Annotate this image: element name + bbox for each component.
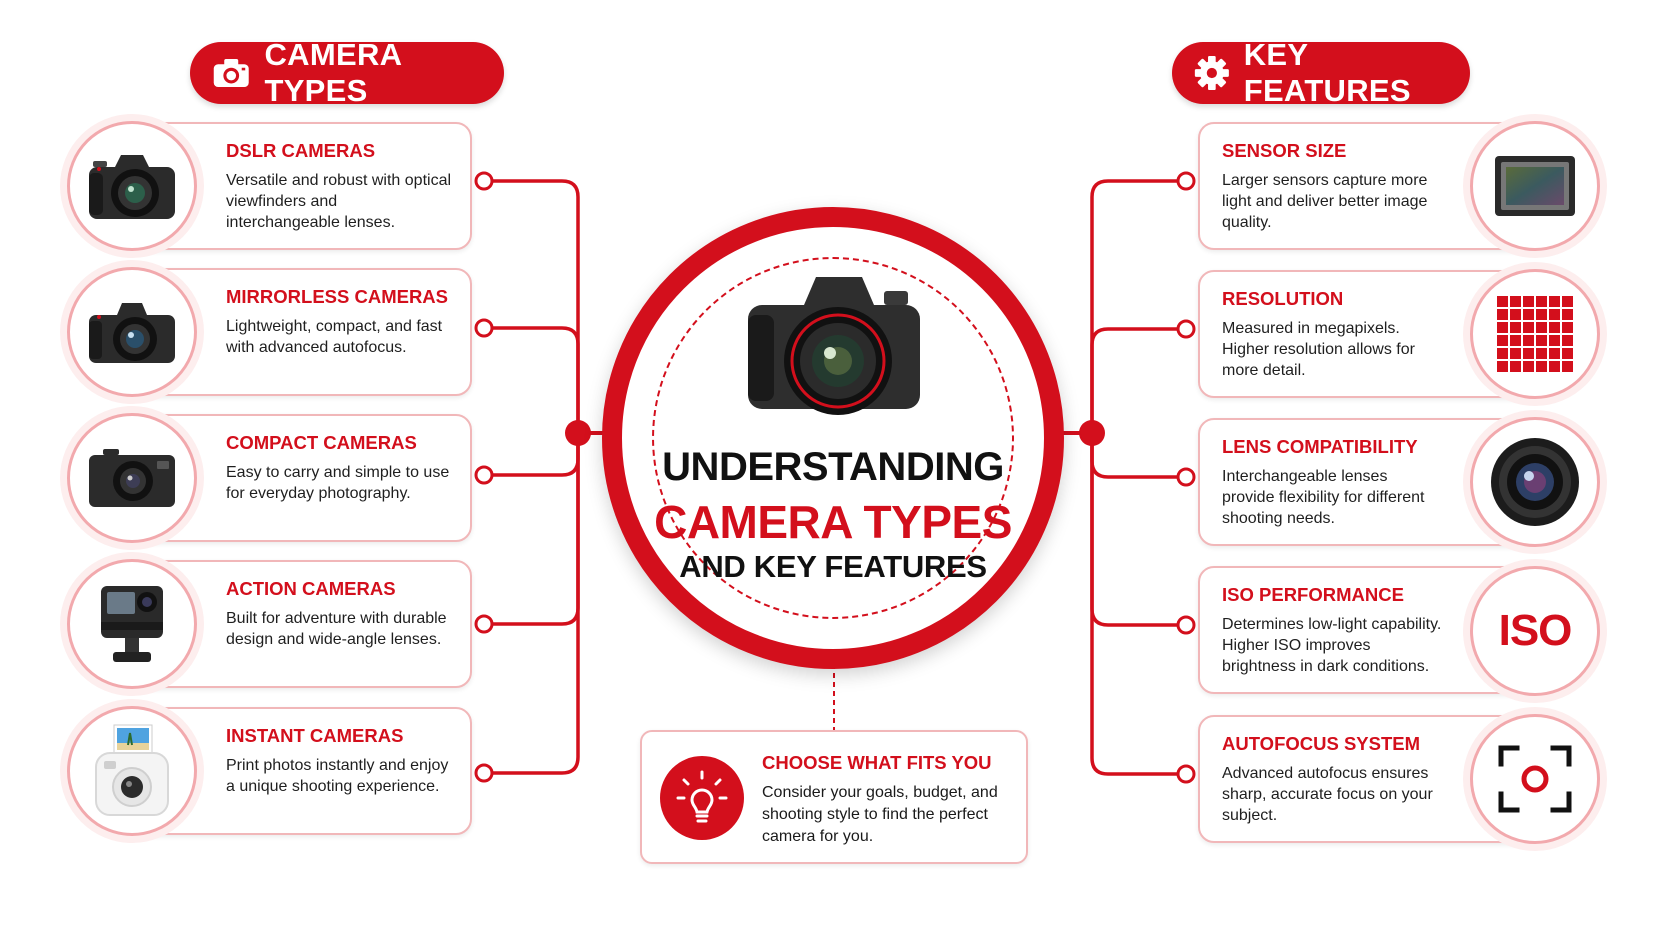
mirrorless-camera-icon <box>89 303 175 363</box>
card-description: Print photos instantly and enjoy a uniqu… <box>226 757 449 795</box>
resolution-badge <box>1470 269 1600 399</box>
lens-icon <box>1491 438 1579 526</box>
center-title-line2: CAMERA TYPES <box>654 496 1012 548</box>
compact-camera-icon <box>89 449 175 507</box>
card-mirrorless-cameras: MIRRORLESS CAMERAS Lightweight, compact,… <box>136 268 472 396</box>
card-title: DSLR CAMERAS <box>226 140 376 161</box>
pixel-grid-icon <box>1497 296 1573 372</box>
lightbulb-icon <box>676 770 728 823</box>
iso-badge: ISO <box>1470 566 1600 696</box>
lens-badge <box>1470 417 1600 547</box>
camera-types-header: CAMERA TYPES <box>190 37 504 108</box>
connector-left-0 <box>484 179 580 433</box>
card-title: ACTION CAMERAS <box>226 578 396 599</box>
gear-icon <box>1194 55 1229 91</box>
connector-hub-right <box>1079 420 1105 446</box>
card-title: LENS COMPATIBILITY <box>1222 436 1418 457</box>
card-description: Versatile and robust with optical viewfi… <box>226 172 452 231</box>
connector-left-1 <box>484 326 580 433</box>
instant-badge <box>67 706 197 836</box>
focus-frame-icon <box>1498 745 1572 813</box>
autofocus-badge <box>1470 714 1600 844</box>
card-description: Interchangeable lenses provide flexibili… <box>1222 468 1425 527</box>
sensor-badge <box>1470 121 1600 251</box>
connector-right-3 <box>1090 433 1186 627</box>
card-compact-cameras: COMPACT CAMERAS Easy to carry and simple… <box>136 414 472 542</box>
card-title: ISO PERFORMANCE <box>1222 584 1404 605</box>
card-title: SENSOR SIZE <box>1222 140 1347 161</box>
instant-camera-icon <box>95 724 169 816</box>
key-features-title: KEY FEATURES <box>1243 37 1411 108</box>
choose-what-fits-you-card: CHOOSE WHAT FITS YOU Consider your goals… <box>640 730 1028 864</box>
connector-left-2 <box>484 433 580 477</box>
compact-badge <box>67 413 197 543</box>
card-description: Larger sensors capture more light and de… <box>1222 172 1428 231</box>
connector-node-left-2 <box>474 465 494 485</box>
card-title: AUTOFOCUS SYSTEM <box>1222 733 1421 754</box>
connector-right-2 <box>1090 433 1186 479</box>
lightbulb-badge <box>660 756 744 840</box>
card-description: Lightweight, compact, and fast with adva… <box>226 318 443 356</box>
card-description: Determines low-light capability. Higher … <box>1222 616 1442 675</box>
center-title-line1: UNDERSTANDING <box>662 445 1004 489</box>
key-features-header: KEY FEATURES <box>1172 37 1470 108</box>
connector-node-left-0 <box>474 171 494 191</box>
choose-description: Consider your goals, budget, and shootin… <box>762 784 998 845</box>
connector-left-3 <box>484 433 580 626</box>
center-dashed-ring <box>652 257 1014 619</box>
connector-right-4 <box>1090 433 1186 776</box>
card-title: MIRRORLESS CAMERAS <box>226 286 449 307</box>
card-description: Advanced autofocus ensures sharp, accura… <box>1222 765 1433 824</box>
choose-title: CHOOSE WHAT FITS YOU <box>762 752 992 773</box>
connector-right-0 <box>1090 179 1186 433</box>
card-title: RESOLUTION <box>1222 288 1344 309</box>
camera-types-title: CAMERA TYPES <box>264 37 402 108</box>
connector-node-right-3 <box>1176 615 1196 635</box>
connector-node-left-4 <box>474 763 494 783</box>
dslr-camera-icon <box>89 155 175 219</box>
card-description: Measured in megapixels. Higher resolutio… <box>1222 320 1415 379</box>
dslr-badge <box>67 121 197 251</box>
connector-left-4 <box>484 433 580 775</box>
connector-right-1 <box>1090 327 1186 433</box>
center-title-line3: AND KEY FEATURES <box>679 549 987 584</box>
camera-icon <box>213 59 249 87</box>
sensor-icon <box>1495 156 1575 216</box>
action-badge <box>67 559 197 689</box>
connector-node-left-1 <box>474 318 494 338</box>
connector-hub-left <box>565 420 591 446</box>
center-title-circle: UNDERSTANDING CAMERA TYPES AND KEY FEATU… <box>602 207 1064 669</box>
connector-node-right-2 <box>1176 467 1196 487</box>
connector-node-right-4 <box>1176 764 1196 784</box>
connector-node-right-0 <box>1176 171 1196 191</box>
mirrorless-badge <box>67 267 197 397</box>
card-description: Built for adventure with durable design … <box>226 610 447 648</box>
card-description: Easy to carry and simple to use for ever… <box>226 464 450 502</box>
action-camera-icon <box>101 586 163 662</box>
card-title: INSTANT CAMERAS <box>226 725 404 746</box>
dslr-hero-icon <box>748 277 920 415</box>
connector-node-left-3 <box>474 614 494 634</box>
iso-icon: ISO <box>1498 606 1573 655</box>
card-title: COMPACT CAMERAS <box>226 432 417 453</box>
connector-node-right-1 <box>1176 319 1196 339</box>
